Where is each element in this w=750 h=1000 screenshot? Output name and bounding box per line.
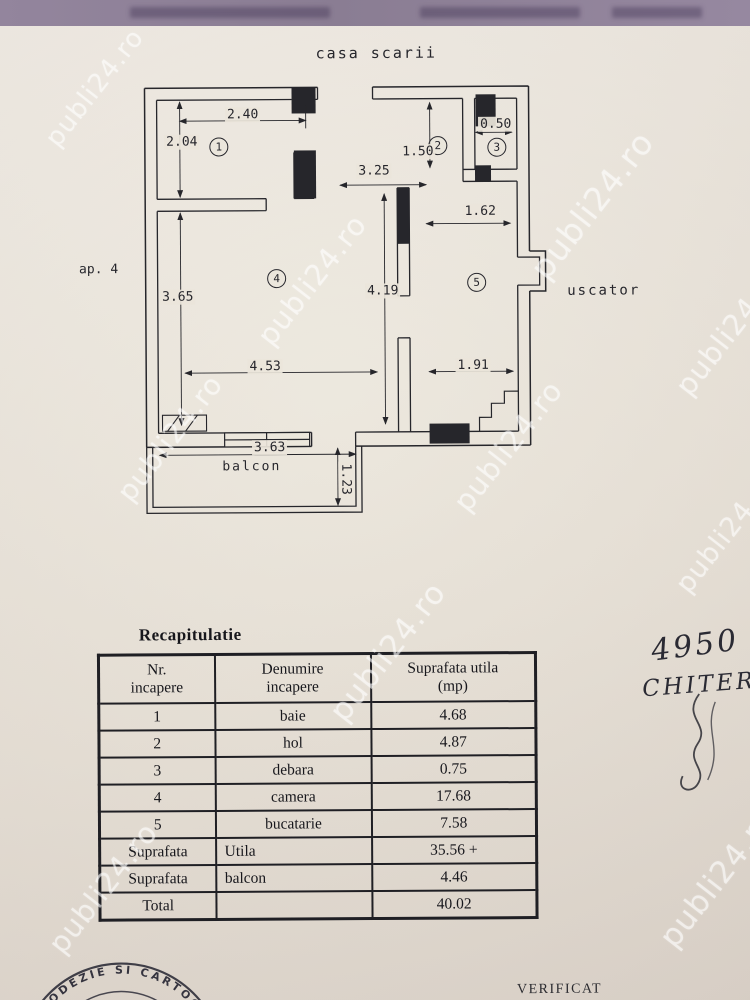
room-number-badge: 5 xyxy=(467,272,487,292)
balcony-walls xyxy=(146,446,363,515)
balcony-label: balcon xyxy=(222,459,282,475)
dimension-label: 0.50 xyxy=(478,116,514,132)
floor-plan-drawing xyxy=(143,85,547,515)
dimension-label: 3.63 xyxy=(251,440,288,456)
table-row: 3 debara 0.75 xyxy=(99,755,537,785)
apartment-label: ap. 4 xyxy=(78,262,119,278)
handwritten-note-number: 4950 2 xyxy=(649,618,750,669)
room-number-badge: 1 xyxy=(209,137,229,157)
table-title: Recapitulatie xyxy=(138,624,242,645)
table-cell: Suprafata xyxy=(99,864,216,893)
table-row: Suprafata balcon 4.46 xyxy=(99,863,537,893)
table-cell: 17.68 xyxy=(371,782,537,811)
steps-symbol xyxy=(478,390,519,432)
table-cell: 5 xyxy=(99,810,216,839)
blurred-background-text xyxy=(420,7,580,18)
verificat-label: VERIFICAT xyxy=(516,981,603,998)
table-cell: camera xyxy=(215,783,372,811)
table-row: 4 camera 17.68 xyxy=(99,782,537,812)
radiator-symbol xyxy=(161,414,208,432)
dryer-room-label: uscator xyxy=(567,282,641,299)
dimension-label: 1.62 xyxy=(462,203,498,219)
dimension-label: 2.40 xyxy=(224,107,261,123)
dimension-label: 1.23 xyxy=(338,461,354,497)
table-cell: debara xyxy=(215,756,372,784)
svg-text:GEODEZIE SI CARTOGR: GEODEZIE SI CARTOGR xyxy=(31,963,211,1000)
outer-walls xyxy=(143,85,547,449)
table-cell: 4 xyxy=(99,783,216,812)
signature-scribble xyxy=(680,693,716,791)
dimension-label: 2.04 xyxy=(164,134,200,150)
table-cell: Utila xyxy=(215,837,372,865)
window-symbol xyxy=(223,431,311,448)
header-line: incapere xyxy=(130,679,184,697)
dimension-label: 4.53 xyxy=(247,359,283,375)
table-cell: 3 xyxy=(99,756,216,785)
table-cell: Total xyxy=(99,891,217,921)
wall-piers xyxy=(291,87,496,444)
stamp-text: GEODEZIE SI CARTOGR xyxy=(31,963,211,1000)
table-header-cell: Denumire incapere xyxy=(214,653,371,703)
table-header-cell: Nr. incapere xyxy=(98,654,215,704)
header-line: Nr. xyxy=(147,661,167,679)
header-line: (mp) xyxy=(437,677,469,695)
table-row: Suprafata Utila 35.56 + xyxy=(99,836,537,866)
table-cell: Suprafata xyxy=(99,837,216,866)
table-row: Total 40.02 xyxy=(99,890,538,921)
dimension-label: 4.19 xyxy=(365,283,401,299)
table-cell: balcon xyxy=(215,864,372,892)
table-cell: bucatarie xyxy=(215,810,372,838)
staircase-label: casa scarii xyxy=(315,43,437,63)
room-number-badge: 4 xyxy=(267,269,287,289)
dimension-label: 3.65 xyxy=(160,289,196,305)
table-header-cell: Suprafata utila (mp) xyxy=(370,652,536,703)
dimension-label: 1.91 xyxy=(455,357,491,374)
recap-table: Nr. incapere Denumire incapere Suprafata… xyxy=(96,651,539,922)
room-number-badge: 3 xyxy=(487,137,507,157)
paper-sheet xyxy=(0,26,750,1000)
header-line: incapere xyxy=(266,678,319,696)
header-line: Suprafata utila xyxy=(407,659,499,677)
blurred-background-text xyxy=(130,7,330,18)
background-strip xyxy=(0,0,750,27)
dimension-label: 3.25 xyxy=(356,163,392,179)
round-stamp: GEODEZIE SI CARTOGR xyxy=(18,962,225,1000)
table-cell xyxy=(215,891,373,920)
table-cell: 35.56 + xyxy=(371,836,537,865)
table-cell: 2 xyxy=(98,729,216,758)
table-cell: 7.58 xyxy=(371,809,537,838)
table-row: 5 bucatarie 7.58 xyxy=(99,809,537,839)
table-cell: 4.68 xyxy=(370,701,536,730)
table-row: 2 hol 4.87 xyxy=(98,728,537,758)
table-cell: baie xyxy=(214,702,371,730)
table-cell: 4.46 xyxy=(371,863,537,892)
table-row: 1 baie 4.68 xyxy=(98,701,536,731)
table-cell: 1 xyxy=(98,702,215,731)
blurred-background-text xyxy=(612,7,702,18)
table-cell: 4.87 xyxy=(370,728,537,757)
table-cell: 40.02 xyxy=(371,890,538,919)
header-line: Denumire xyxy=(261,660,324,678)
dimension-label: 1.50 xyxy=(400,144,436,160)
table-cell: hol xyxy=(214,729,372,757)
table-cell: 0.75 xyxy=(371,755,537,784)
table-header-row: Nr. incapere Denumire incapere Suprafata… xyxy=(98,652,536,704)
